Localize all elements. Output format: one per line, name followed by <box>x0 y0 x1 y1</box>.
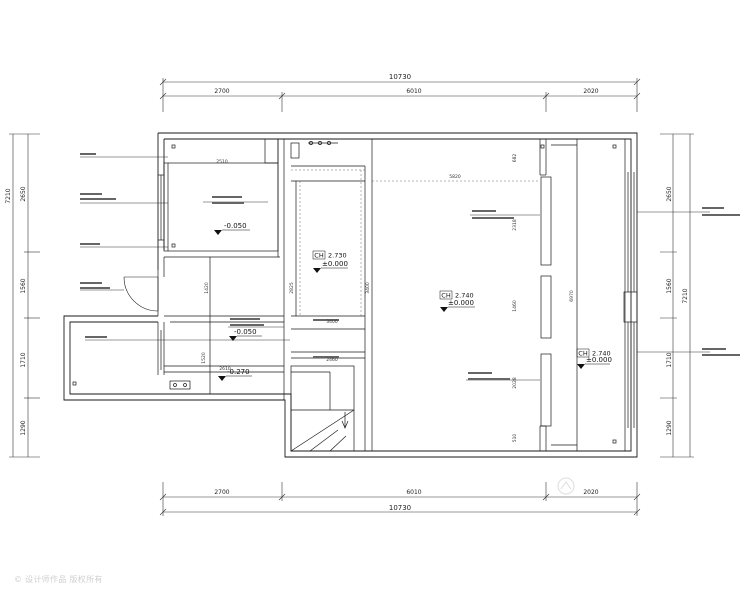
dim-2510: 2510 <box>216 159 228 165</box>
ceiling-tag-2-label: CH <box>441 292 451 300</box>
left-dim-c: 1710 <box>20 352 27 367</box>
level-hall: -0.050 <box>234 328 257 336</box>
dim-5820: 5820 <box>449 174 461 180</box>
level-upper-room: -0.050 <box>224 222 247 230</box>
bottom-mid-dim: 6010 <box>406 489 421 496</box>
dim-2028: 2028 <box>512 377 518 389</box>
dim-3400-a: 3400 <box>326 319 338 325</box>
level-triangles <box>214 230 585 381</box>
top-left-dim: 2700 <box>214 88 229 95</box>
level-underlines <box>222 229 610 377</box>
dim-2318: 2318 <box>512 219 518 231</box>
bottom-dimension-chain <box>159 482 641 516</box>
top-right-dim: 2020 <box>583 88 598 95</box>
dim-1520: 1520 <box>201 352 207 364</box>
dim-2610: 2610 <box>219 366 231 372</box>
right-dim-a: 2650 <box>666 186 673 201</box>
level-bath: -0.270 <box>227 368 250 376</box>
ceiling-tag-2-value: 2.740 <box>455 292 474 300</box>
watermark-text: © 设计师作品 版权所有 <box>14 575 103 584</box>
dim-1460: 1460 <box>512 300 518 312</box>
level-right-room: ±0.000 <box>586 356 612 364</box>
level-living: ±0.000 <box>448 299 474 307</box>
top-dimension-chain <box>159 78 641 112</box>
top-mid-dim: 6010 <box>406 88 421 95</box>
dim-1420: 1420 <box>204 282 210 294</box>
dim-6970: 6970 <box>569 290 575 302</box>
dim-2825: 2825 <box>289 282 295 294</box>
bottom-right-dim: 2020 <box>583 489 598 496</box>
ceiling-tag-3-label: CH <box>578 350 588 358</box>
right-total-dim: 7210 <box>682 288 689 303</box>
left-dim-a: 2650 <box>20 186 27 201</box>
annotation-note-marks <box>80 153 740 380</box>
dim-2460: 2460 <box>326 357 338 363</box>
bottom-total-dim: 10730 <box>389 504 411 512</box>
dim-510: 510 <box>512 434 518 443</box>
right-dim-b: 1560 <box>666 278 673 293</box>
ceiling-dashed-lines <box>291 169 540 316</box>
right-dim-d: 1290 <box>666 420 673 435</box>
ceiling-tag-3: CH 2.740 <box>576 348 611 358</box>
dim-3400-b: 3400 <box>365 282 371 294</box>
ceiling-tag-1: CH 2.730 <box>312 250 347 260</box>
left-dim-d: 1290 <box>20 420 27 435</box>
ceiling-tag-2: CH 2.740 <box>439 290 474 300</box>
top-total-dim: 10730 <box>389 73 411 81</box>
entry-door <box>123 276 159 312</box>
left-dimension-chain <box>9 133 40 458</box>
dim-682: 682 <box>512 154 518 163</box>
left-total-dim: 7210 <box>5 188 12 203</box>
ceiling-tag-1-label: CH <box>314 252 324 260</box>
ceiling-tag-1-value: 2.730 <box>328 252 347 260</box>
right-dim-c: 1710 <box>666 352 673 367</box>
annotation-leaders <box>80 156 710 381</box>
level-corridor: ±0.000 <box>322 260 348 268</box>
watermark-logo <box>557 477 575 495</box>
interior-walls <box>72 138 638 452</box>
bottom-left-dim: 2700 <box>214 489 229 496</box>
ceiling-tag-3-value: 2.740 <box>592 350 611 358</box>
right-dimension-chain <box>660 133 694 458</box>
left-dim-b: 1560 <box>20 278 27 293</box>
